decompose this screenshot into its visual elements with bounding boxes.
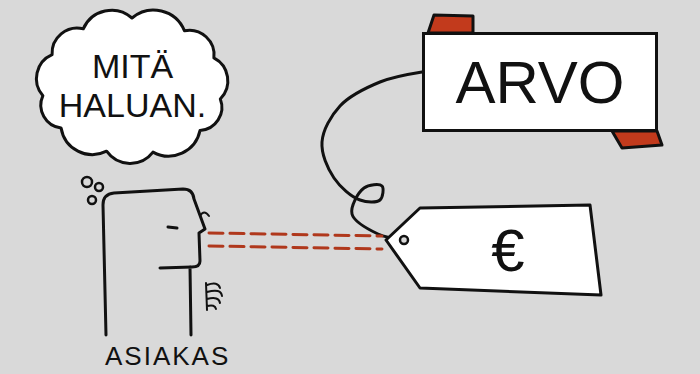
node-text: MITÄ HALUAN. [50,47,215,125]
head-outline [103,189,205,335]
hand-sketch [206,283,222,310]
figure-label: ASIAKAS [105,343,230,369]
eye-mark [168,227,177,228]
customer-figure: ASIAKAS [95,183,255,369]
banner-fold [612,131,662,148]
thought-dots [82,177,103,204]
gaze-line [209,233,382,249]
thought-dot [88,196,96,204]
cloud-outline [36,10,227,163]
node-text: ARVO [456,48,625,117]
thought-bubble: MITÄ HALUAN. [30,6,235,166]
value-banner: ARVO [422,32,658,132]
banner-fold [428,15,473,33]
customer-figure-outline [95,183,255,369]
price-tag: € [385,203,603,298]
node-text: € [491,216,524,285]
thought-dot [95,183,103,191]
banner-body [424,34,657,131]
thought-dot [82,177,92,187]
tag-outline [386,205,601,295]
tag-string [322,72,422,240]
eye-brow [200,213,209,217]
tag-hole [400,236,408,244]
